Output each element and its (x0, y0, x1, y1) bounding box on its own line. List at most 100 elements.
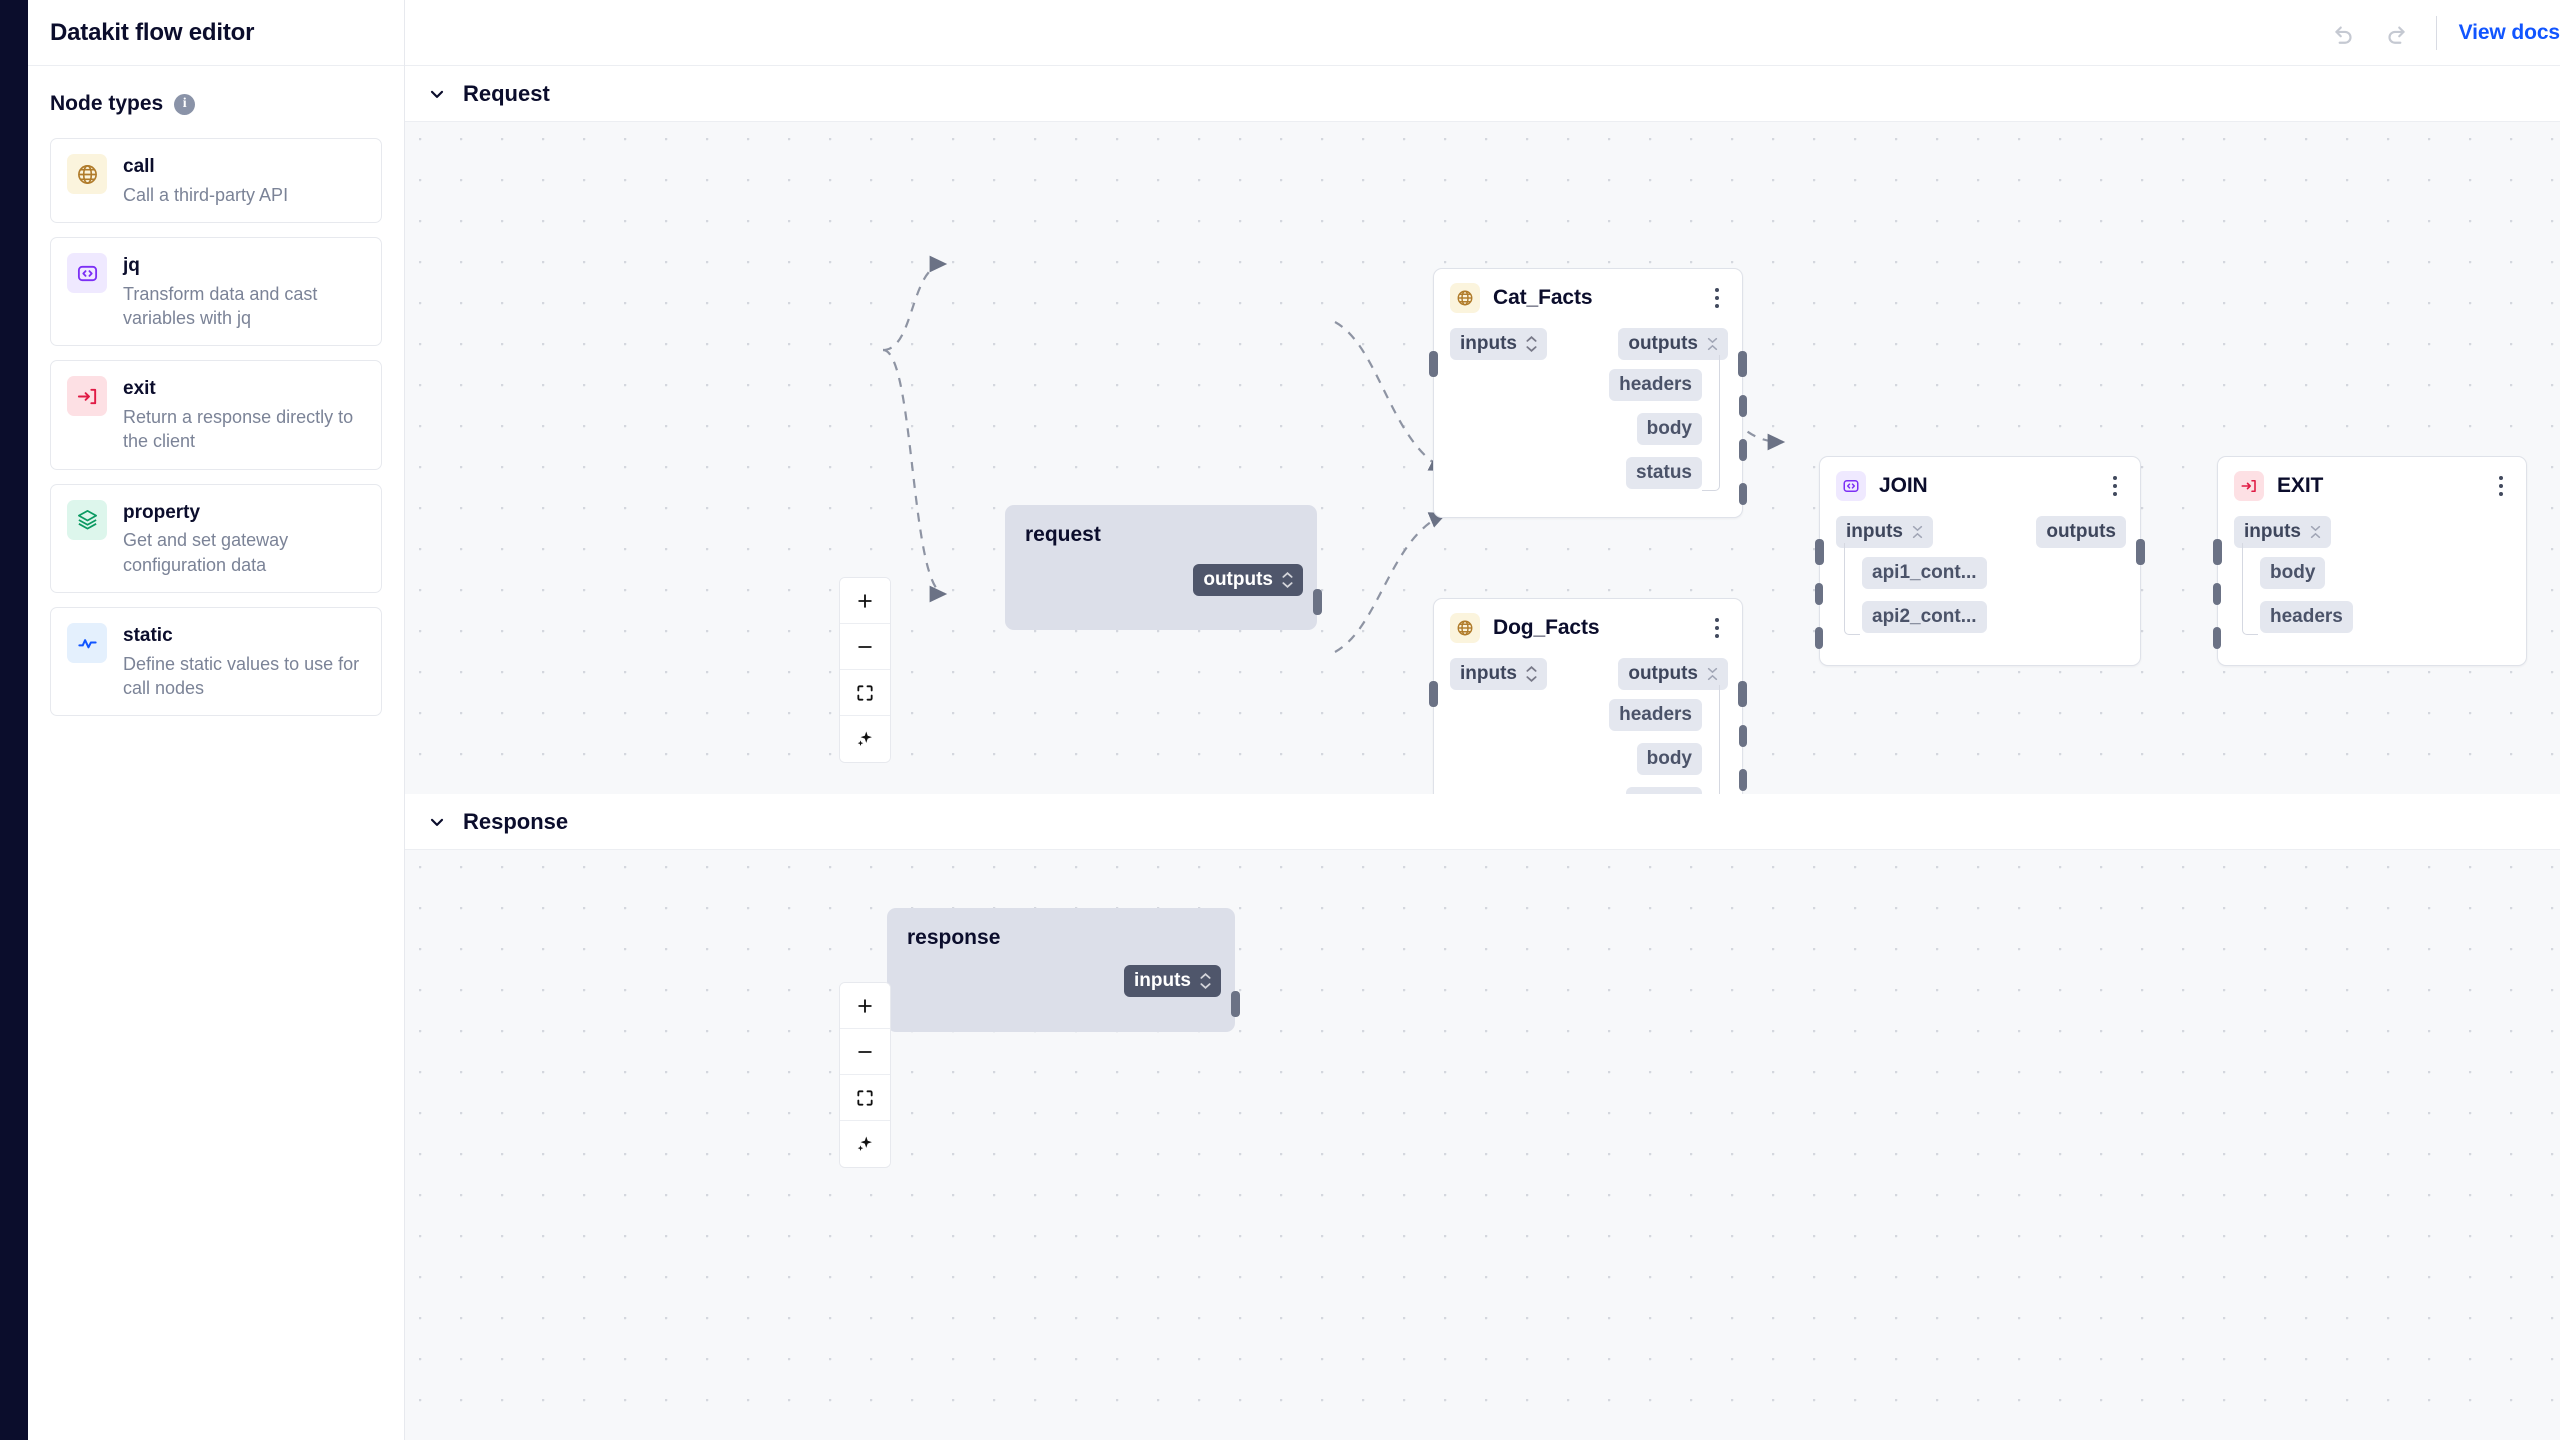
handle-response-inputs[interactable] (1231, 991, 1240, 1017)
handle-cat-body[interactable] (1739, 439, 1747, 461)
page-title: Datakit flow editor (50, 18, 255, 46)
port-headers[interactable]: headers (1609, 369, 1702, 401)
section-title: Response (463, 808, 569, 834)
handle-cat-outputs[interactable] (1738, 351, 1747, 377)
node-type-jq[interactable]: jq Transform data and cast variables wit… (50, 237, 382, 347)
node-header: JOIN (1820, 457, 2140, 501)
port-row-top: inputs outputs (1434, 325, 1742, 363)
redo-button[interactable] (2370, 7, 2422, 59)
globe-icon (67, 154, 107, 194)
port-row-top: inputs (2218, 513, 2526, 551)
node-request[interactable]: request outputs (1005, 505, 1322, 630)
port-body[interactable]: body (2260, 557, 2326, 589)
port-api1-content[interactable]: api1_cont... (1862, 557, 1987, 589)
stepper-icon (1526, 666, 1537, 682)
handle-join-api2[interactable] (1815, 627, 1823, 649)
port-row-outputs: outputs (1005, 561, 1317, 599)
port-outputs[interactable]: outputs (1618, 328, 1728, 360)
handle-exit-body[interactable] (2213, 583, 2221, 605)
port-tree-line (1702, 685, 1720, 794)
node-menu-button[interactable] (1706, 614, 1728, 642)
node-type-property[interactable]: property Get and set gateway configurati… (50, 483, 382, 594)
port-headers[interactable]: headers (2260, 601, 2353, 633)
port-inputs[interactable]: inputs (1450, 658, 1547, 690)
auto-layout-button[interactable] (840, 716, 890, 762)
port-row-body: body (1434, 407, 1742, 451)
port-status[interactable]: status (1626, 787, 1702, 794)
node-title: EXIT (2277, 474, 2324, 497)
node-type-exit[interactable]: exit Return a response directly to the c… (50, 360, 382, 470)
port-inputs[interactable]: inputs (2234, 516, 2331, 548)
fit-view-button[interactable] (840, 670, 890, 716)
node-response[interactable]: response inputs (887, 908, 1240, 1032)
handle-cat-inputs[interactable] (1429, 351, 1438, 377)
port-tree-line (1702, 355, 1720, 491)
port-api2-content[interactable]: api2_cont... (1862, 601, 1987, 633)
node-type-call[interactable]: call Call a third-party API (50, 138, 382, 224)
request-canvas[interactable]: request outputs (405, 122, 2560, 794)
node-menu-button[interactable] (2490, 472, 2512, 500)
port-inputs[interactable]: inputs (1450, 328, 1547, 360)
auto-layout-button[interactable] (840, 1121, 890, 1167)
handle-join-api1[interactable] (1815, 583, 1823, 605)
node-types-panel: Node types i call Call a third-party API (28, 66, 404, 730)
node-menu-button[interactable] (2104, 472, 2126, 500)
handle-join-inputs[interactable] (1815, 539, 1824, 565)
handle-cat-headers[interactable] (1739, 395, 1747, 417)
port-inputs[interactable]: inputs (1836, 516, 1933, 548)
handle-dog-headers[interactable] (1739, 725, 1747, 747)
handle-dog-body[interactable] (1739, 769, 1747, 791)
toolbar: View docs (405, 0, 2560, 66)
zoom-in-button[interactable] (840, 983, 890, 1029)
node-type-name: exit (123, 378, 156, 400)
fit-view-button[interactable] (840, 1075, 890, 1121)
section-title: Request (463, 80, 550, 106)
code-brackets-icon (1836, 471, 1866, 501)
info-icon[interactable]: i (174, 93, 196, 115)
port-outputs[interactable]: outputs (1618, 658, 1728, 690)
port-row-status: status (1434, 451, 1742, 495)
port-row-inputs: inputs (887, 962, 1235, 1000)
node-join[interactable]: JOIN inputs outputs (1815, 456, 2145, 666)
view-docs-link[interactable]: View docs (2458, 20, 2560, 44)
handle-cat-status[interactable] (1739, 483, 1747, 505)
handle-exit-headers[interactable] (2213, 627, 2221, 649)
response-canvas[interactable]: response inputs s (405, 850, 2560, 1440)
sidebar: Datakit flow editor Node types i call Ca… (28, 0, 405, 1440)
node-type-name: property (123, 501, 201, 523)
handle-join-outputs[interactable] (2136, 539, 2145, 565)
port-row-body: body (2218, 551, 2526, 595)
port-status[interactable]: status (1626, 457, 1702, 489)
node-dog-facts[interactable]: Dog_Facts inputs outputs (1429, 598, 1747, 794)
zoom-in-button[interactable] (840, 578, 890, 624)
collapse-icon (1912, 525, 1923, 539)
node-type-desc: Define static values to use for call nod… (123, 653, 360, 699)
port-label: inputs (1846, 521, 1903, 543)
zoom-out-button[interactable] (840, 1029, 890, 1075)
collapse-icon (1707, 337, 1718, 351)
section-header-request[interactable]: Request (405, 66, 2560, 122)
section-header-response[interactable]: Response (405, 794, 2560, 850)
handle-exit-inputs[interactable] (2213, 539, 2222, 565)
node-type-static[interactable]: static Define static values to use for c… (50, 607, 382, 717)
undo-button[interactable] (2318, 7, 2370, 59)
exit-arrow-icon (2234, 471, 2264, 501)
handle-dog-outputs[interactable] (1738, 681, 1747, 707)
node-type-name: call (123, 156, 155, 177)
node-cat-facts[interactable]: Cat_Facts inputs outputs (1429, 268, 1747, 518)
node-exit[interactable]: EXIT inputs (2213, 456, 2527, 666)
port-body[interactable]: body (1636, 743, 1702, 775)
handle-request-outputs[interactable] (1313, 589, 1322, 615)
port-body[interactable]: body (1636, 413, 1702, 445)
handle-dog-inputs[interactable] (1429, 681, 1438, 707)
port-headers[interactable]: headers (1609, 699, 1702, 731)
port-row-top: inputs outputs (1434, 655, 1742, 693)
toolbar-divider (2435, 15, 2437, 50)
port-outputs[interactable]: outputs (2036, 516, 2126, 548)
zoom-out-button[interactable] (840, 624, 890, 670)
node-type-desc: Return a response directly to the client (123, 407, 354, 452)
node-menu-button[interactable] (1706, 284, 1728, 312)
port-inputs[interactable]: inputs (1124, 965, 1221, 997)
port-outputs[interactable]: outputs (1193, 564, 1303, 596)
port-label: inputs (2244, 521, 2301, 543)
